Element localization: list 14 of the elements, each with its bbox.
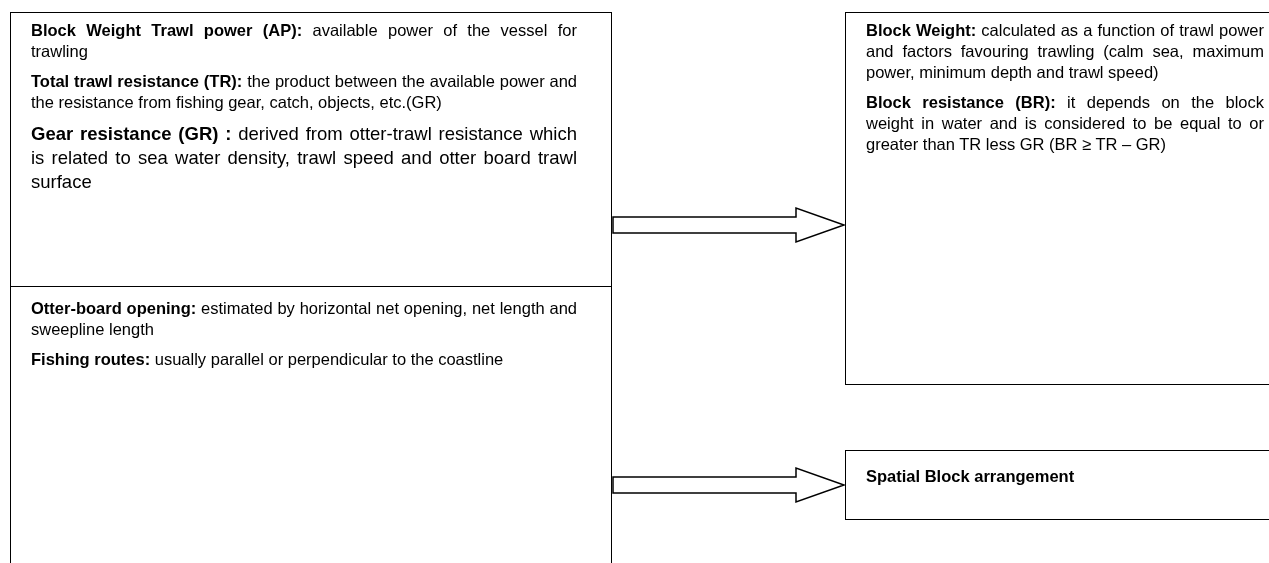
description-paragraph: Block resistance (BR): it depends on the block weight in water and is considered to be equal to or greater than TR less GR (BR ≥ TR – GR) — [866, 92, 1264, 155]
text-box — [10, 286, 612, 563]
block-arrow — [612, 206, 847, 244]
description-paragraph: Block Weight: calculated as a function of trawl power and factors favouring trawling (calm sea, maximum power, minimum depth and trawl speed) — [866, 20, 1264, 83]
description-paragraph: Total trawl resistance (TR): the product between the available power and the resistance from fishing gear, catch, objects, etc.(GR) — [31, 71, 577, 113]
text-box — [10, 12, 612, 287]
text-box — [845, 450, 1269, 520]
box-title: Spatial Block arrangement — [866, 466, 1076, 487]
description-paragraph: Gear resistance (GR) : derived from otter-trawl resistance which is related to sea water density, trawl speed and otter board trawl surface — [31, 122, 577, 194]
description-paragraph: Block Weight Trawl power (AP): available power of the vessel for trawling — [31, 20, 577, 62]
description-paragraph: Fishing routes: usually parallel or perpendicular to the coastline — [31, 349, 505, 370]
description-paragraph: Otter-board opening: estimated by horizontal net opening, net length and sweepline length — [31, 298, 577, 340]
block-arrow — [612, 466, 847, 504]
text-box — [845, 12, 1269, 385]
